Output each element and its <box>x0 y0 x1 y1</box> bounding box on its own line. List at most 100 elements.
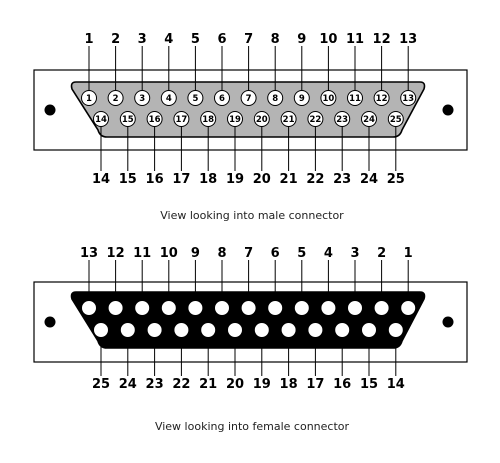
pin-21-label: 21 <box>199 377 217 392</box>
pin-15-contact <box>119 111 136 127</box>
mounting-hole-left <box>44 316 56 328</box>
pin-24-contact <box>119 322 136 338</box>
pin-7-contact <box>240 300 257 316</box>
pin-11-label: 11 <box>346 32 364 47</box>
male-connector: 1122334455667788991010111112121313141415… <box>33 32 468 187</box>
pin-12-contact <box>107 300 124 316</box>
pin-11-inner-label: 11 <box>349 94 361 104</box>
pin-10-contact <box>160 300 177 316</box>
pin-22-label: 22 <box>172 377 190 392</box>
pin-1-inner-label: 1 <box>86 94 92 104</box>
pin-22-label: 22 <box>306 172 324 187</box>
pin-19-inner-label: 19 <box>229 115 241 125</box>
pin-23-contact <box>334 111 351 127</box>
pin-2-inner-label: 2 <box>113 94 119 104</box>
pin-24-inner-label: 24 <box>363 115 375 125</box>
pin-4-inner-label: 4 <box>166 94 172 104</box>
pin-13-contact <box>400 90 417 106</box>
pin-16-label: 16 <box>333 377 351 392</box>
pin-17-inner-label: 17 <box>175 115 187 125</box>
mounting-hole-right <box>442 104 454 116</box>
pin-20-inner-label: 20 <box>256 115 268 125</box>
pin-4-label: 4 <box>324 246 333 261</box>
pin-8-contact <box>267 90 284 106</box>
pin-1-label: 1 <box>84 32 93 47</box>
pin-6-inner-label: 6 <box>219 94 225 104</box>
pin-12-contact <box>373 90 390 106</box>
pin-22-contact <box>307 111 324 127</box>
pin-10-label: 10 <box>319 32 337 47</box>
pin-4-contact <box>160 90 177 106</box>
pin-16-contact <box>146 111 163 127</box>
pin-3-label: 3 <box>350 246 359 261</box>
pin-3-contact <box>134 90 151 106</box>
pin-21-label: 21 <box>280 172 298 187</box>
pin-23-label: 23 <box>146 377 164 392</box>
pin-11-contact <box>347 90 363 106</box>
pin-3-contact <box>347 300 363 316</box>
pin-7-inner-label: 7 <box>246 94 252 104</box>
mounting-hole-right <box>442 316 454 328</box>
pin-3-label: 3 <box>138 32 147 47</box>
pin-24-label: 24 <box>119 377 137 392</box>
pin-19-contact <box>227 111 243 127</box>
pin-1-contact <box>81 90 97 106</box>
pin-18-contact <box>200 111 217 127</box>
pin-14-inner-label: 14 <box>95 115 107 125</box>
pin-5-inner-label: 5 <box>192 94 198 104</box>
pin-9-contact <box>293 90 310 106</box>
pin-10-inner-label: 10 <box>322 94 334 104</box>
pin-16-inner-label: 16 <box>149 115 161 125</box>
pin-2-contact <box>373 300 390 316</box>
pin-16-label: 16 <box>146 172 164 187</box>
pin-5-label: 5 <box>297 246 306 261</box>
pin-14-label: 14 <box>92 172 110 187</box>
pin-25-contact <box>387 111 404 127</box>
pin-10-label: 10 <box>160 246 178 261</box>
pin-6-label: 6 <box>217 32 226 47</box>
pin-25-label: 25 <box>92 377 110 392</box>
pin-15-label: 15 <box>360 377 378 392</box>
pin-23-contact <box>146 322 163 338</box>
pin-14-contact <box>387 322 404 338</box>
pin-11-contact <box>134 300 151 316</box>
pin-1-contact <box>400 300 417 316</box>
pin-2-label: 2 <box>377 246 386 261</box>
pin-5-label: 5 <box>191 32 200 47</box>
pin-9-contact <box>187 300 204 316</box>
pin-24-label: 24 <box>360 172 378 187</box>
pin-21-contact <box>200 322 217 338</box>
pin-17-label: 17 <box>306 377 324 392</box>
pin-12-label: 12 <box>107 246 125 261</box>
pin-13-inner-label: 13 <box>402 94 414 104</box>
pin-15-label: 15 <box>119 172 137 187</box>
pin-22-contact <box>173 322 190 338</box>
pin-12-inner-label: 12 <box>376 94 388 104</box>
pin-6-contact <box>267 300 284 316</box>
pin-13-contact <box>81 300 97 316</box>
pin-15-contact <box>361 322 377 338</box>
pin-20-label: 20 <box>253 172 271 187</box>
pin-25-contact <box>93 322 109 338</box>
pin-8-contact <box>214 300 230 316</box>
pin-22-inner-label: 22 <box>309 115 321 125</box>
pin-24-contact <box>361 111 377 127</box>
pin-9-inner-label: 9 <box>299 94 305 104</box>
pin-7-label: 7 <box>244 32 253 47</box>
pin-8-label: 8 <box>271 32 280 47</box>
pin-20-contact <box>253 111 270 127</box>
pin-23-inner-label: 23 <box>336 115 348 125</box>
pin-13-label: 13 <box>399 32 417 47</box>
pin-19-contact <box>253 322 270 338</box>
pin-6-label: 6 <box>271 246 280 261</box>
pin-17-contact <box>307 322 324 338</box>
pin-17-contact <box>173 111 190 127</box>
pin-11-label: 11 <box>133 246 151 261</box>
male-connector-caption: View looking into male connector <box>160 209 344 222</box>
pin-9-label: 9 <box>297 32 306 47</box>
pin-8-label: 8 <box>217 246 226 261</box>
pin-12-label: 12 <box>373 32 391 47</box>
pin-14-label: 14 <box>387 377 405 392</box>
